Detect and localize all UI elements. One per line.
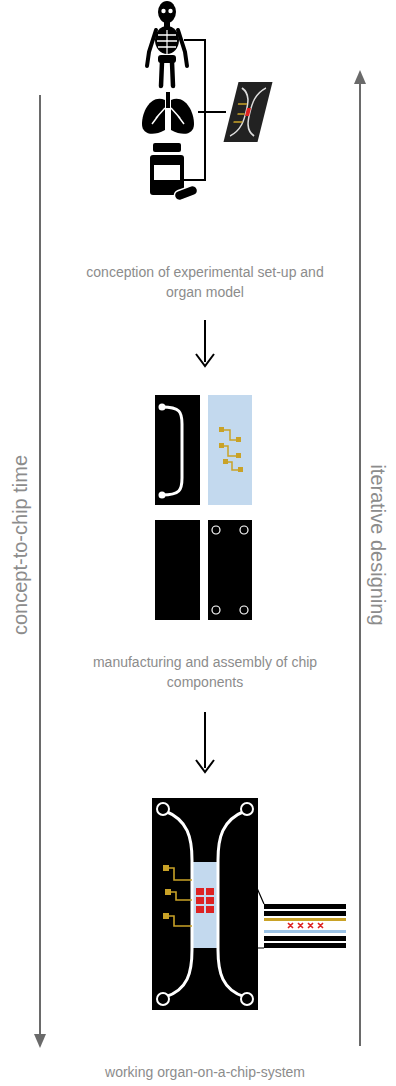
- eye-socket: [161, 9, 165, 13]
- lungs-icon: [142, 92, 194, 134]
- channel: [218, 811, 245, 997]
- section-layer: [264, 936, 346, 941]
- axis-label: concept-to-chip time: [8, 455, 32, 635]
- stage-caption: conception of experimental set-up and or…: [80, 262, 330, 302]
- time-arrow: [34, 95, 46, 1048]
- flow-arrow-head: [196, 760, 214, 772]
- membrane-layer: [208, 395, 252, 505]
- chip-thumbnail-channel: [230, 88, 266, 136]
- legs: [161, 62, 173, 86]
- base-layer: [155, 520, 200, 620]
- bracket: [184, 40, 226, 180]
- trachea: [166, 92, 170, 108]
- cells: [288, 923, 323, 928]
- chip-thumbnail-body: [224, 82, 273, 142]
- section-layer: [264, 943, 346, 948]
- bottle-body: [150, 155, 184, 195]
- left-lung: [142, 99, 165, 134]
- port: [159, 492, 166, 499]
- iteration-arrow-head: [354, 70, 366, 84]
- membrane-layer: [264, 930, 346, 933]
- time-arrow-shaft: [39, 95, 41, 1036]
- cell-region: [206, 897, 214, 904]
- flow-arrow-shaft: [204, 320, 206, 362]
- port-hole: [212, 606, 220, 614]
- cell-region: [206, 906, 214, 913]
- skeleton-icon: [147, 1, 187, 86]
- stage-caption: manufacturing and assembly of chip compo…: [74, 652, 336, 692]
- time-arrow-head: [34, 1034, 46, 1048]
- eye-socket: [168, 9, 172, 13]
- port: [241, 803, 253, 815]
- port: [157, 993, 169, 1005]
- flow-arrow-head: [196, 354, 214, 366]
- membrane-layer-body: [208, 395, 252, 505]
- iteration-arrow: [354, 70, 366, 1046]
- ribcage: [155, 26, 179, 54]
- electrode-pad: [165, 889, 171, 895]
- axis-label: iterative designing: [366, 464, 390, 625]
- pill-bottle-icon: [150, 143, 199, 202]
- port-hole: [240, 526, 248, 534]
- channel-layer: [155, 395, 200, 505]
- pill: [173, 184, 199, 202]
- port: [241, 993, 253, 1005]
- electrode-pad: [219, 427, 224, 432]
- arms: [147, 30, 187, 66]
- channel-layer-body: [155, 395, 200, 505]
- port: [159, 404, 166, 411]
- electrode-pad: [238, 467, 243, 472]
- channel: [162, 407, 182, 495]
- electrode-pad: [163, 913, 169, 919]
- port-hole: [212, 526, 220, 534]
- section-layer: [264, 911, 346, 916]
- section-layer: [264, 904, 346, 909]
- electrode-traces: [222, 430, 240, 470]
- chip-thumbnail-cells: [245, 108, 251, 116]
- port: [157, 803, 169, 815]
- electrode-pad: [236, 437, 241, 442]
- sternum: [166, 30, 167, 54]
- iteration-arrow-shaft: [359, 82, 361, 1046]
- channel: [165, 811, 192, 997]
- cell-region: [206, 888, 214, 895]
- port-hole: [240, 606, 248, 614]
- bronchi: [152, 108, 184, 124]
- electrode-pad: [163, 865, 169, 871]
- lid-layer: [208, 520, 252, 620]
- chip-thumbnail: [224, 82, 273, 142]
- cross-section: [264, 904, 346, 948]
- channel-fill: [192, 862, 218, 948]
- stage-caption: working organ-on-a-chip-system: [105, 1062, 305, 1082]
- flow-arrow: [196, 320, 214, 366]
- cell-region: [196, 906, 204, 913]
- chip-body: [152, 798, 258, 1010]
- electrode-traces: [166, 868, 192, 926]
- bottle-label: [154, 165, 180, 180]
- skull: [158, 1, 176, 23]
- flow-arrow-shaft: [204, 712, 206, 768]
- zoom-lines: [250, 872, 264, 948]
- flow-arrow: [196, 712, 214, 772]
- bottle-cap: [153, 143, 181, 152]
- chip-thumbnail-electrodes: [234, 104, 247, 122]
- electrode-layer: [264, 918, 346, 921]
- electrode-pad: [223, 459, 228, 464]
- lid-layer-body: [208, 520, 252, 620]
- electrode-pad: [236, 453, 241, 458]
- right-lung: [171, 99, 194, 134]
- cell-region: [196, 897, 204, 904]
- cell-region: [196, 888, 204, 895]
- assembled-chip: [152, 798, 258, 1010]
- electrode-pad: [219, 443, 224, 448]
